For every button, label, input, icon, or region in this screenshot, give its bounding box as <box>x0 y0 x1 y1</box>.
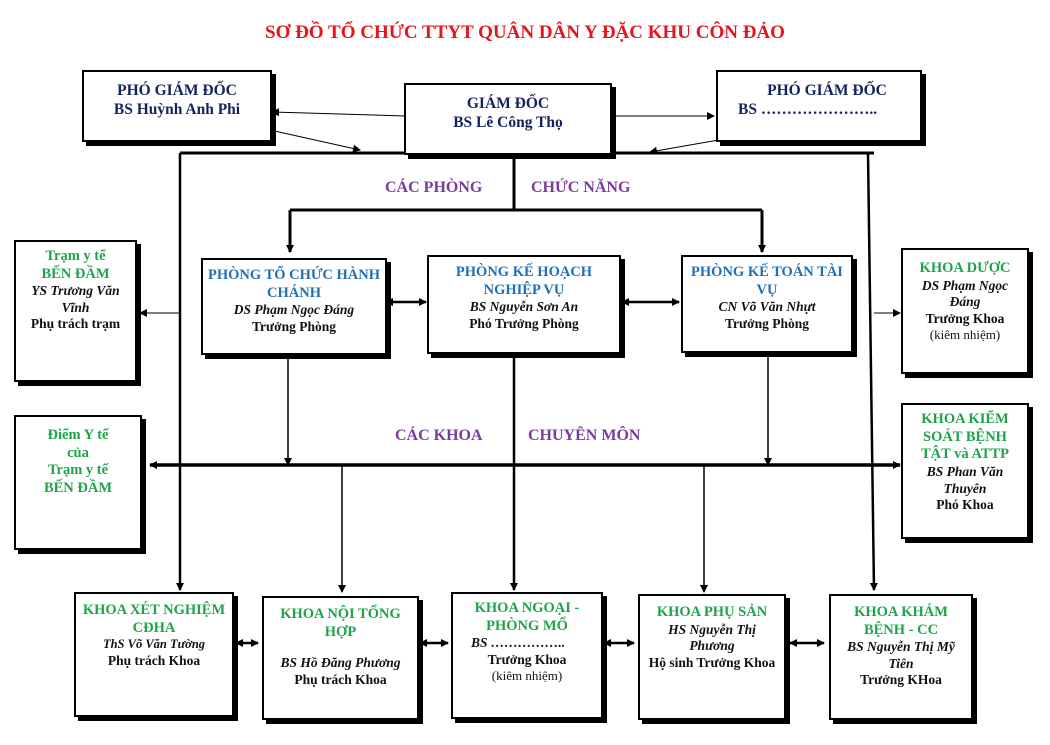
station-line2: BẾN ĐẦM <box>41 265 110 282</box>
khoa-ksbt-head-role: Phó Khoa <box>936 497 994 512</box>
deputy-right-box: PHÓ GIÁM ĐỐC BS ………………….. <box>716 70 922 142</box>
khoa-head-role: Phụ trách Khoa <box>294 671 387 687</box>
khoa-head-role: Hộ sinh Trưởng Khoa <box>648 654 776 670</box>
dept-to-chuc-hanh-chanh: PHÒNG TỔ CHỨC HÀNH CHÁNH DS Phạm Ngọc Đá… <box>201 258 387 355</box>
khoa-head-role: Trưởng KHoa <box>860 672 942 688</box>
khoa-head-role: Trưởng Khoa <box>487 651 567 667</box>
dept-head-name: DS Phạm Ngọc Đáng <box>233 302 355 318</box>
deputy-right-name: BS ………………….. <box>738 100 878 118</box>
dept-title: PHÒNG KẾ TOÁN TÀI VỤ <box>691 264 843 298</box>
khoa-title: KHOA NGOẠI - PHÒNG MỔ <box>474 600 580 634</box>
deputy-left-name: BS Huỳnh Anh Phi <box>113 100 241 118</box>
khoa-kham-benh-cc: KHOA KHÁM BỆNH - CC BS Nguyễn Thị Mỹ Tiê… <box>829 594 973 720</box>
khoa-noi-tong-hop: KHOA NỘI TỔNG HỢP BS Hồ Đăng Phương Phụ … <box>262 596 419 720</box>
khoa-ksbt-title: KHOA KIỂM SOÁT BỆNH TẬT và ATTP <box>920 411 1010 463</box>
khoa-head-name: ThS Võ Văn Tường <box>102 637 206 652</box>
khoa-head-name: BS Nguyễn Thị Mỹ Tiên <box>847 639 955 671</box>
khoa-head-name: BS Hồ Đăng Phương <box>280 655 401 671</box>
station-head-name: YS Trương Văn Vĩnh <box>31 283 120 315</box>
khoa-ngoai-phong-mo: KHOA NGOẠI - PHÒNG MỔ BS …………….. Trưởng … <box>451 592 603 719</box>
director-name: BS Lê Công Thọ <box>453 113 563 131</box>
khoa-title: KHOA KHÁM BỆNH - CC <box>854 604 948 638</box>
deputy-left-box: PHÓ GIÁM ĐỐC BS Huỳnh Anh Phi <box>82 70 272 142</box>
khoa-title: KHOA XÉT NGHIỆM CĐHA <box>82 602 226 636</box>
khoa-head-name: HS Nguyễn Thị Phương <box>668 621 756 654</box>
khoa-duoc-head-role: Trưởng Khoa <box>925 310 1005 326</box>
dept-ke-toan-tai-vu: PHÒNG KẾ TOÁN TÀI VỤ CN Võ Văn Nhựt Trưở… <box>681 255 853 353</box>
point-line1: Điểm Y tế <box>47 427 109 443</box>
dept-head-role: Trưởng Phòng <box>252 318 336 334</box>
khoa-head-name: BS …………….. <box>471 635 566 651</box>
dept-head-role: Trưởng Phòng <box>725 315 809 331</box>
khoa-title: KHOA PHỤ SẢN <box>656 604 768 620</box>
dept-title: PHÒNG TỔ CHỨC HÀNH CHÁNH <box>208 267 380 301</box>
point-line4: BẾN ĐẦM <box>43 480 113 497</box>
point-line3: Trạm y tế <box>47 462 109 479</box>
khoa-xet-nghiem: KHOA XÉT NGHIỆM CĐHA ThS Võ Văn Tường Ph… <box>74 592 234 717</box>
khoa-title: KHOA NỘI TỔNG HỢP <box>280 606 401 640</box>
label-chuyen-mon: CHUYÊN MÔN <box>528 427 641 444</box>
label-chuc-nang: CHỨC NĂNG <box>531 179 631 196</box>
director-title: GIÁM ĐỐC <box>466 95 550 112</box>
khoa-duoc: KHOA DƯỢC DS Phạm Ngọc Đáng Trưởng Khoa … <box>901 248 1029 374</box>
dept-head-name: BS Nguyễn Sơn An <box>469 299 579 315</box>
dept-head-role: Phó Trưởng Phòng <box>469 315 579 331</box>
khoa-note: (kiêm nhiệm) <box>491 668 563 684</box>
label-cac-phong: CÁC PHÒNG <box>385 179 483 196</box>
khoa-head-role: Phụ trách Khoa <box>107 652 201 668</box>
station-ben-dam: Trạm y tế BẾN ĐẦM YS Trương Văn Vĩnh Phụ… <box>14 240 137 382</box>
dept-ke-hoach-nghiep-vu: PHÒNG KẾ HOẠCH NGHIỆP VỤ BS Nguyễn Sơn A… <box>427 255 621 354</box>
khoa-duoc-head-name: DS Phạm Ngọc Đáng <box>921 277 1009 310</box>
khoa-duoc-title: KHOA DƯỢC <box>919 260 1011 276</box>
deputy-left-title: PHÓ GIÁM ĐỐC <box>117 82 237 99</box>
station-head-role: Phụ trách trạm <box>30 316 121 332</box>
director-box: GIÁM ĐỐC BS Lê Công Thọ <box>404 83 612 155</box>
khoa-phu-san: KHOA PHỤ SẢN HS Nguyễn Thị Phương Hộ sin… <box>638 594 786 720</box>
khoa-kiem-soat-benh-tat: KHOA KIỂM SOÁT BỆNH TẬT và ATTP BS Phan … <box>901 403 1029 539</box>
khoa-duoc-note: (kiêm nhiệm) <box>929 327 1001 343</box>
station-line1: Trạm y tế <box>45 248 106 264</box>
point-ben-dam: Điểm Y tế của Trạm y tế BẾN ĐẦM <box>14 415 142 550</box>
dept-title: PHÒNG KẾ HOẠCH NGHIỆP VỤ <box>455 264 593 298</box>
deputy-right-title: PHÓ GIÁM ĐỐC <box>767 82 887 99</box>
label-cac-khoa: CÁC KHOA <box>395 427 483 444</box>
dept-head-name: CN Võ Văn Nhựt <box>718 299 816 315</box>
point-line2: của <box>67 444 89 461</box>
khoa-ksbt-head-name: BS Phan Văn Thuyên <box>926 464 1004 496</box>
page-title: SƠ ĐỒ TỔ CHỨC TTYT QUÂN DÂN Y ĐẶC KHU CÔ… <box>265 22 785 43</box>
